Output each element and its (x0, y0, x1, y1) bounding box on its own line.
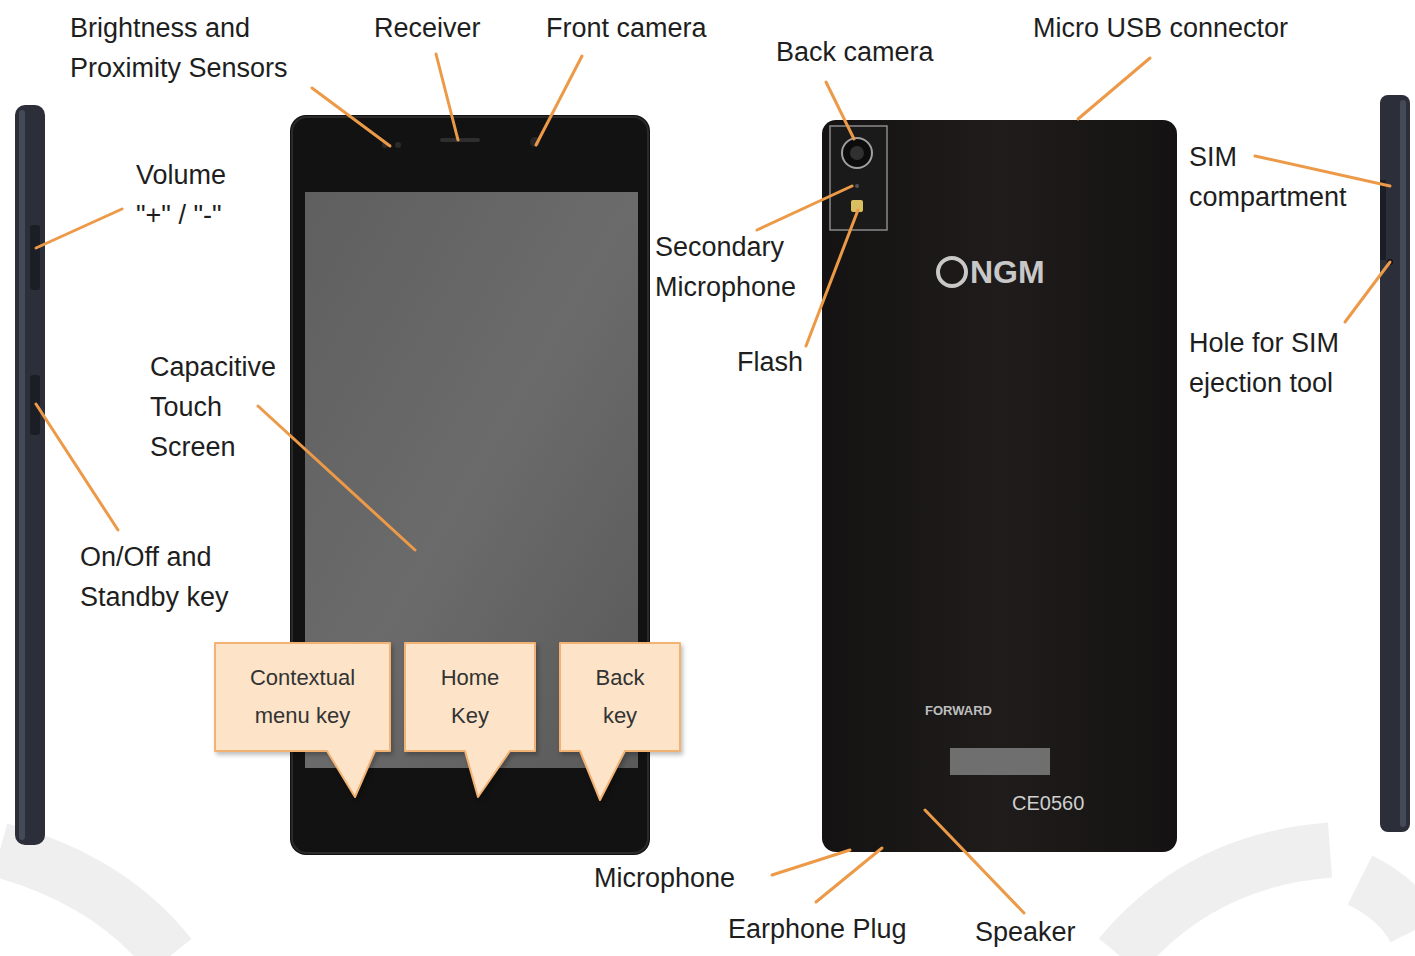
back-view (822, 120, 1177, 852)
leader-lines (36, 54, 1390, 913)
callout-box: Home Key (405, 643, 535, 751)
part-label: Micro USB connector (1033, 8, 1288, 48)
part-label: Microphone (594, 858, 735, 898)
watermark (0, 850, 1415, 956)
certification-mark: CE0560 (1012, 790, 1084, 816)
part-label: Speaker (975, 915, 1076, 949)
key-label: Contextual menu key (228, 659, 378, 735)
callout-box: Back key (560, 643, 680, 751)
brand-logo: NGM (970, 252, 1045, 292)
part-label: Hole for SIM ejection tool (1189, 323, 1381, 403)
part-label: Flash (737, 342, 803, 382)
button-label: On/Off and Standby key (80, 537, 232, 617)
model-logo: FORWARD (925, 702, 992, 720)
callout-outline (560, 643, 680, 800)
button-label: Volume "+" / "-" (136, 155, 260, 235)
sensor-label: Brightness and Proximity Sensors (70, 8, 320, 88)
part-label: Front camera (546, 8, 707, 48)
part-label: Secondary Microphone (655, 227, 820, 307)
callout-outline (405, 643, 535, 797)
side-view-left (15, 105, 45, 845)
part-label: SIM compartment (1189, 137, 1381, 217)
callout-outline (215, 643, 390, 797)
part-label: Receiver (374, 8, 481, 48)
key-label: Home Key (428, 659, 512, 735)
part-label: Earphone Plug (728, 911, 907, 947)
part-label: Capacitive Touch Screen (150, 347, 298, 467)
key-label: Back key (585, 659, 655, 735)
part-label: Back camera (776, 32, 934, 72)
side-view-right (1380, 95, 1410, 832)
callout-box: Contextual menu key (215, 643, 390, 751)
